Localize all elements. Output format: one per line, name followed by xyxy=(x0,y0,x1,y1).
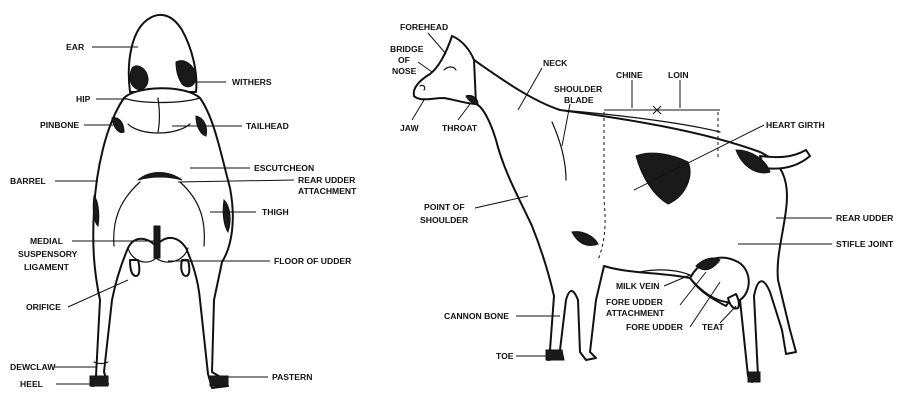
side-heart-girth-dash xyxy=(597,112,606,261)
label-ear: EAR xyxy=(66,42,85,52)
side-body xyxy=(473,59,797,383)
rear-escutcheon-line-2 xyxy=(179,181,205,247)
side-topline xyxy=(559,109,721,133)
label-orifice: ORIFICE xyxy=(26,302,61,312)
label-neck: NECK xyxy=(543,58,568,68)
label-loin: LOIN xyxy=(668,70,689,80)
label-dewclaw: DEWCLAW xyxy=(10,362,56,372)
label-medial-3: LIGAMENT xyxy=(24,262,70,272)
side-rear-hoof xyxy=(747,371,761,383)
label-barrel: BARREL xyxy=(10,176,46,186)
label-toe: TOE xyxy=(496,351,514,361)
side-head xyxy=(412,35,483,105)
label-fore-udder-attachment-2: ATTACHMENT xyxy=(606,308,665,318)
label-heel: HEEL xyxy=(20,379,43,389)
side-view-labels: FOREHEAD BRIDGE OF NOSE JAW THROAT NECK … xyxy=(390,22,894,361)
rear-view-goat xyxy=(89,13,234,389)
rear-teat-right xyxy=(180,259,191,277)
rear-hoof-right xyxy=(209,375,229,387)
label-rear-udder-attachment-2: ATTACHMENT xyxy=(298,186,357,196)
label-withers: WITHERS xyxy=(232,77,272,87)
rear-medial-ligament xyxy=(153,225,161,259)
side-teat xyxy=(727,293,740,310)
label-shoulder-blade-2: BLADE xyxy=(564,95,594,105)
side-front-hoof xyxy=(545,349,565,361)
side-throat-shade xyxy=(465,95,479,105)
rear-right-ear xyxy=(175,60,197,88)
label-fore-udder: FORE UDDER xyxy=(626,322,684,332)
side-view-goat xyxy=(412,35,811,383)
side-milk-vein xyxy=(639,269,693,277)
side-hip-shade xyxy=(735,149,771,174)
label-chine: CHINE xyxy=(616,70,643,80)
label-pinbone: PINBONE xyxy=(40,120,79,130)
rear-left-ear xyxy=(129,65,149,91)
label-forehead: FOREHEAD xyxy=(400,22,448,32)
label-milk-vein: MILK VEIN xyxy=(616,281,659,291)
rear-tail xyxy=(157,97,161,133)
label-shoulder-blade-1: SHOULDER xyxy=(554,84,603,94)
label-bridge-2: OF xyxy=(398,55,410,65)
label-floor-of-udder: FLOOR OF UDDER xyxy=(274,256,352,266)
side-shoulder-line xyxy=(551,121,567,181)
label-medial-2: SUSPENSORY xyxy=(18,249,78,259)
label-bridge-3: NOSE xyxy=(392,66,417,76)
rear-hoof-left xyxy=(89,375,109,387)
label-point-of-shoulder-2: SHOULDER xyxy=(420,215,469,225)
label-fore-udder-attachment-1: FORE UDDER xyxy=(606,297,664,307)
side-eye xyxy=(443,66,457,71)
label-point-of-shoulder-1: POINT OF xyxy=(424,202,465,212)
label-hip: HIP xyxy=(76,94,91,104)
label-rear-udder: REAR UDDER xyxy=(836,213,894,223)
leader-lines xyxy=(54,32,832,385)
label-throat: THROAT xyxy=(442,123,478,133)
rear-thigh-left-shade xyxy=(92,194,100,228)
label-cannon-bone: CANNON BONE xyxy=(444,311,509,321)
label-jaw: JAW xyxy=(400,123,420,133)
label-medial-1: MEDIAL xyxy=(30,236,63,246)
label-rear-udder-attachment-1: REAR UDDER xyxy=(298,175,356,185)
side-fore-udder-shade xyxy=(695,257,721,271)
label-escutcheon: ESCUTCHEON xyxy=(254,163,314,173)
side-nostril xyxy=(419,84,426,91)
label-thigh: THIGH xyxy=(262,207,289,217)
rear-body xyxy=(91,87,234,389)
label-pastern: PASTERN xyxy=(272,372,312,382)
label-tailhead: TAILHEAD xyxy=(246,121,289,131)
rear-back-contour xyxy=(123,97,201,104)
rear-pinbone-curve xyxy=(127,123,191,134)
side-tail xyxy=(759,149,811,170)
rear-pinbone-left-shade xyxy=(111,117,125,133)
side-elbow-shade xyxy=(571,231,599,246)
rear-teat-left xyxy=(129,259,141,277)
label-stifle-joint: STIFLE JOINT xyxy=(836,239,894,249)
rear-udder-attachment-shade xyxy=(137,172,183,181)
rear-dewclaw-left xyxy=(93,361,109,365)
side-heart-shade xyxy=(635,152,691,205)
label-bridge-1: BRIDGE xyxy=(390,44,424,54)
label-heart-girth: HEART GIRTH xyxy=(766,120,825,130)
rear-escutcheon-line xyxy=(113,181,141,247)
rear-view-labels: EAR WITHERS HIP PINBONE TAILHEAD ESCUTCH… xyxy=(10,42,357,389)
label-teat: TEAT xyxy=(702,322,725,332)
